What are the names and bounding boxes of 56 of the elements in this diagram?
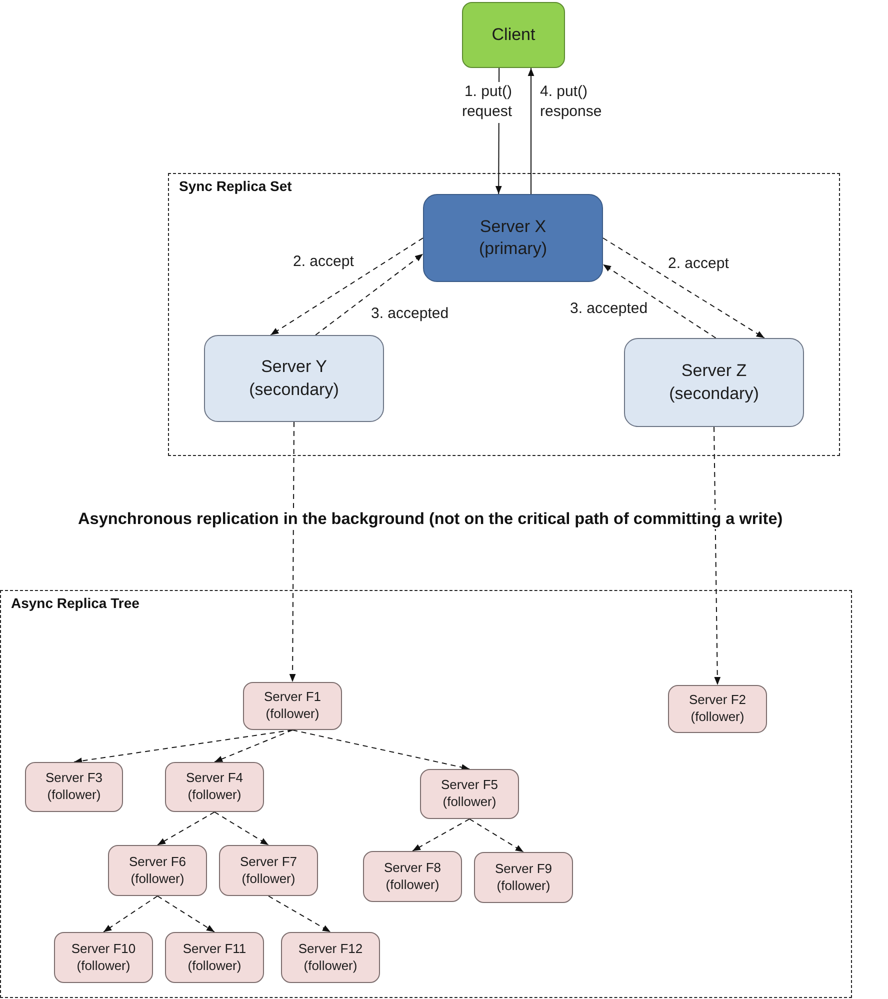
- server-box: [281, 932, 380, 983]
- group-frame: [0, 590, 852, 998]
- arrow: [270, 238, 424, 336]
- arrow: [602, 264, 716, 338]
- node-label: Server F8 (follower): [382, 860, 442, 894]
- arrow: [157, 812, 215, 846]
- node-label: Server F5 (follower): [440, 777, 500, 811]
- arrow: [714, 426, 721, 686]
- arrow: [602, 238, 765, 338]
- server-box: [462, 2, 565, 68]
- group-title: Sync Replica Set: [179, 178, 292, 194]
- node-label: Server F2 (follower): [688, 692, 748, 726]
- server-box: [219, 845, 318, 896]
- arrow: [268, 896, 331, 932]
- server-box: [668, 685, 767, 733]
- server-box: [25, 762, 123, 812]
- node-label: Server F7 (follower): [238, 854, 298, 888]
- server-box: [165, 932, 264, 983]
- arrow: [289, 422, 296, 682]
- node-label: Server F3 (follower): [44, 770, 104, 804]
- node-label: Client: [492, 24, 536, 46]
- node-label: Server F4 (follower): [184, 770, 244, 804]
- server-box: [108, 845, 207, 896]
- node-label: Server F9 (follower): [494, 860, 554, 894]
- arrow: [74, 730, 293, 764]
- note-text: Asynchronous replication in the background (not on the critical path of committing a write): [78, 510, 783, 529]
- node-label: Server X (primary): [478, 216, 548, 260]
- edge-label: 3. accepted: [371, 304, 449, 324]
- arrow: [103, 896, 158, 932]
- node-label: Server Y (secondary): [248, 356, 340, 400]
- server-box: [165, 762, 264, 812]
- arrow: [292, 730, 470, 770]
- node-label: Server Z (secondary): [668, 360, 760, 404]
- node-label: Server F11 (follower): [182, 940, 248, 974]
- arrow: [412, 818, 470, 852]
- server-box: [54, 932, 153, 983]
- server-box: [243, 682, 342, 730]
- server-box: [423, 194, 603, 282]
- arrow: [315, 253, 424, 336]
- server-box: [420, 769, 519, 819]
- group-title: Async Replica Tree: [11, 595, 140, 611]
- server-box: [363, 851, 462, 902]
- arrow: [469, 818, 524, 852]
- node-label: Server F12 (follower): [297, 940, 364, 974]
- server-box: [474, 852, 573, 903]
- arrow: [528, 68, 534, 194]
- group-frame: [168, 173, 840, 456]
- node-label: Server F6 (follower): [128, 854, 188, 888]
- server-box: [624, 338, 804, 427]
- server-box: [204, 335, 384, 422]
- arrow: [214, 812, 269, 846]
- arrow: [157, 896, 215, 932]
- node-label: Server F1 (follower): [262, 689, 322, 723]
- node-label: Server F10 (follower): [70, 940, 137, 974]
- edge-label: 3. accepted: [570, 299, 648, 320]
- arrow: [214, 730, 293, 762]
